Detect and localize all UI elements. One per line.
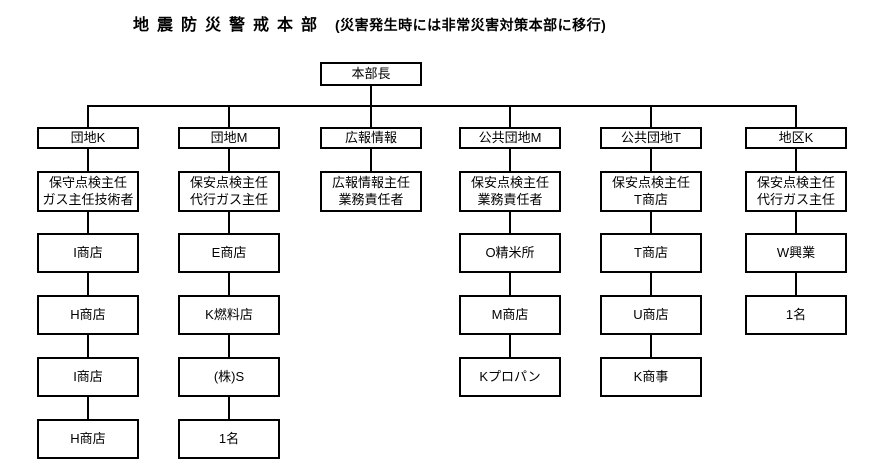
- connector-vline: [228, 212, 230, 233]
- connector-vline: [795, 273, 797, 295]
- org-node-label: U商店: [633, 306, 669, 322]
- connector-vline: [228, 397, 230, 419]
- org-node: I商店: [37, 357, 139, 397]
- org-node-label: M商店: [491, 306, 529, 322]
- org-node-header: 広報情報: [320, 127, 422, 149]
- org-node-label: 保安点検主任: [470, 174, 549, 190]
- org-node-label: H商店: [70, 430, 106, 446]
- org-node-label: 1名: [218, 430, 240, 446]
- org-node-label: 団地K: [70, 129, 106, 145]
- org-node-label: 公共団地T: [621, 129, 681, 145]
- org-node-label: 代行ガス主任: [756, 191, 835, 207]
- org-node-label: 保安点検主任: [189, 174, 268, 190]
- org-node: W興業: [745, 233, 847, 273]
- page-title-note: (災害発生時には非常災害対策本部に移行): [335, 17, 607, 33]
- connector-vline: [370, 105, 372, 127]
- org-node-label: T商店: [634, 244, 668, 260]
- org-node-header: 公共団地T: [600, 127, 702, 149]
- org-node-label: I商店: [73, 368, 103, 384]
- org-node-deputy: 広報情報主任業務責任者: [320, 171, 422, 212]
- connector-vline: [87, 212, 89, 233]
- org-node: U商店: [600, 295, 702, 335]
- org-node: O精米所: [459, 233, 561, 273]
- connector-vline: [87, 273, 89, 295]
- org-node-label: 地区K: [778, 129, 814, 145]
- org-node-label: 代行ガス主任: [189, 191, 268, 207]
- org-node: (株)S: [178, 357, 280, 397]
- connector-vline: [509, 212, 511, 233]
- org-node-deputy: 保安点検主任代行ガス主任: [745, 171, 847, 212]
- org-node: Kプロパン: [459, 357, 561, 397]
- org-node-label: W興業: [776, 244, 816, 260]
- org-node: K燃料店: [178, 295, 280, 335]
- connector-vline: [509, 335, 511, 357]
- connector-vline: [87, 105, 89, 127]
- org-node-label: K燃料店: [205, 306, 253, 322]
- org-node-label: I商店: [73, 244, 103, 260]
- org-node-deputy: 保安点検主任代行ガス主任: [178, 171, 280, 212]
- org-node: E商店: [178, 233, 280, 273]
- org-node: K商事: [600, 357, 702, 397]
- org-node-header: 団地K: [37, 127, 139, 149]
- connector-vline: [87, 335, 89, 357]
- connector-vline: [228, 335, 230, 357]
- org-node-label: 保安点検主任: [756, 174, 835, 190]
- org-node-label: 保安点検主任: [611, 174, 690, 190]
- org-node: 1名: [745, 295, 847, 335]
- connector-vline: [650, 335, 652, 357]
- org-node: 1名: [178, 419, 280, 459]
- org-node: M商店: [459, 295, 561, 335]
- org-node-label: 本部長: [351, 65, 391, 81]
- connector-vline: [228, 273, 230, 295]
- org-node-label: 業務責任者: [338, 191, 404, 207]
- org-node-label: H商店: [70, 306, 106, 322]
- org-node-label: K商事: [633, 368, 669, 384]
- page-title-main: 地震防災警戒本部: [133, 17, 326, 34]
- connector-vline: [509, 105, 511, 127]
- org-node: I商店: [37, 233, 139, 273]
- org-node-label: 業務責任者: [477, 191, 543, 207]
- connector-vline: [87, 149, 89, 171]
- org-node-label: 公共団地M: [478, 129, 542, 145]
- connector-vline: [650, 105, 652, 127]
- org-node: H商店: [37, 419, 139, 459]
- connector-vline: [370, 149, 372, 171]
- connector-vline: [87, 397, 89, 419]
- org-node-label: ガス主任技術者: [42, 191, 134, 207]
- org-node-label: O精米所: [485, 244, 535, 260]
- connector-vline: [650, 212, 652, 233]
- org-node-label: (株)S: [213, 368, 245, 384]
- org-node-label: 広報情報主任: [331, 174, 410, 190]
- org-node: T商店: [600, 233, 702, 273]
- org-node-label: 団地M: [210, 129, 248, 145]
- org-node-label: 保守点検主任: [48, 174, 127, 190]
- connector-vline: [228, 149, 230, 171]
- connector-vline: [795, 149, 797, 171]
- org-node-header: 地区K: [745, 127, 847, 149]
- org-node: H商店: [37, 295, 139, 335]
- org-node-root: 本部長: [320, 62, 422, 86]
- org-node-label: E商店: [211, 244, 247, 260]
- connector-vline: [795, 212, 797, 233]
- connector-vline: [509, 273, 511, 295]
- connector-vline: [795, 105, 797, 127]
- org-node-deputy: 保守点検主任ガス主任技術者: [37, 171, 139, 212]
- org-node-label: Kプロパン: [479, 368, 541, 384]
- connector-vline: [509, 149, 511, 171]
- org-node-label: 1名: [785, 306, 807, 322]
- connector-hline: [87, 105, 797, 107]
- connector-vline: [650, 149, 652, 171]
- org-node-label: 広報情報: [344, 129, 397, 145]
- connector-vline: [650, 273, 652, 295]
- connector-vline: [228, 105, 230, 127]
- page-title: 地震防災警戒本部 (災害発生時には非常災害対策本部に移行): [133, 11, 606, 35]
- org-node-header: 団地M: [178, 127, 280, 149]
- org-node-deputy: 保安点検主任業務責任者: [459, 171, 561, 212]
- org-node-label: T商店: [634, 191, 668, 207]
- org-node-header: 公共団地M: [459, 127, 561, 149]
- connector-vline: [370, 86, 372, 107]
